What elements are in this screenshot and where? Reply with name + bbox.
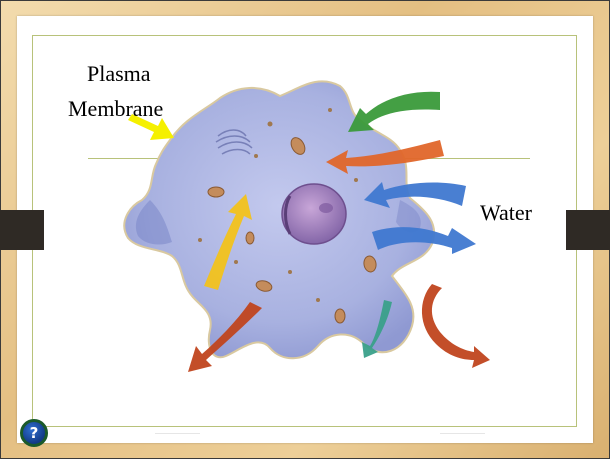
membrane-label: Membrane (68, 96, 163, 122)
water-arrow-green (348, 92, 440, 132)
help-button[interactable]: ? (20, 419, 48, 447)
nucleolus (319, 203, 333, 213)
plasma-label: Plasma (87, 61, 151, 87)
question-mark-icon: ? (30, 424, 39, 442)
nucleus (282, 184, 346, 244)
water-label: Water (480, 200, 532, 226)
water-arrow-rust-right (422, 284, 490, 368)
